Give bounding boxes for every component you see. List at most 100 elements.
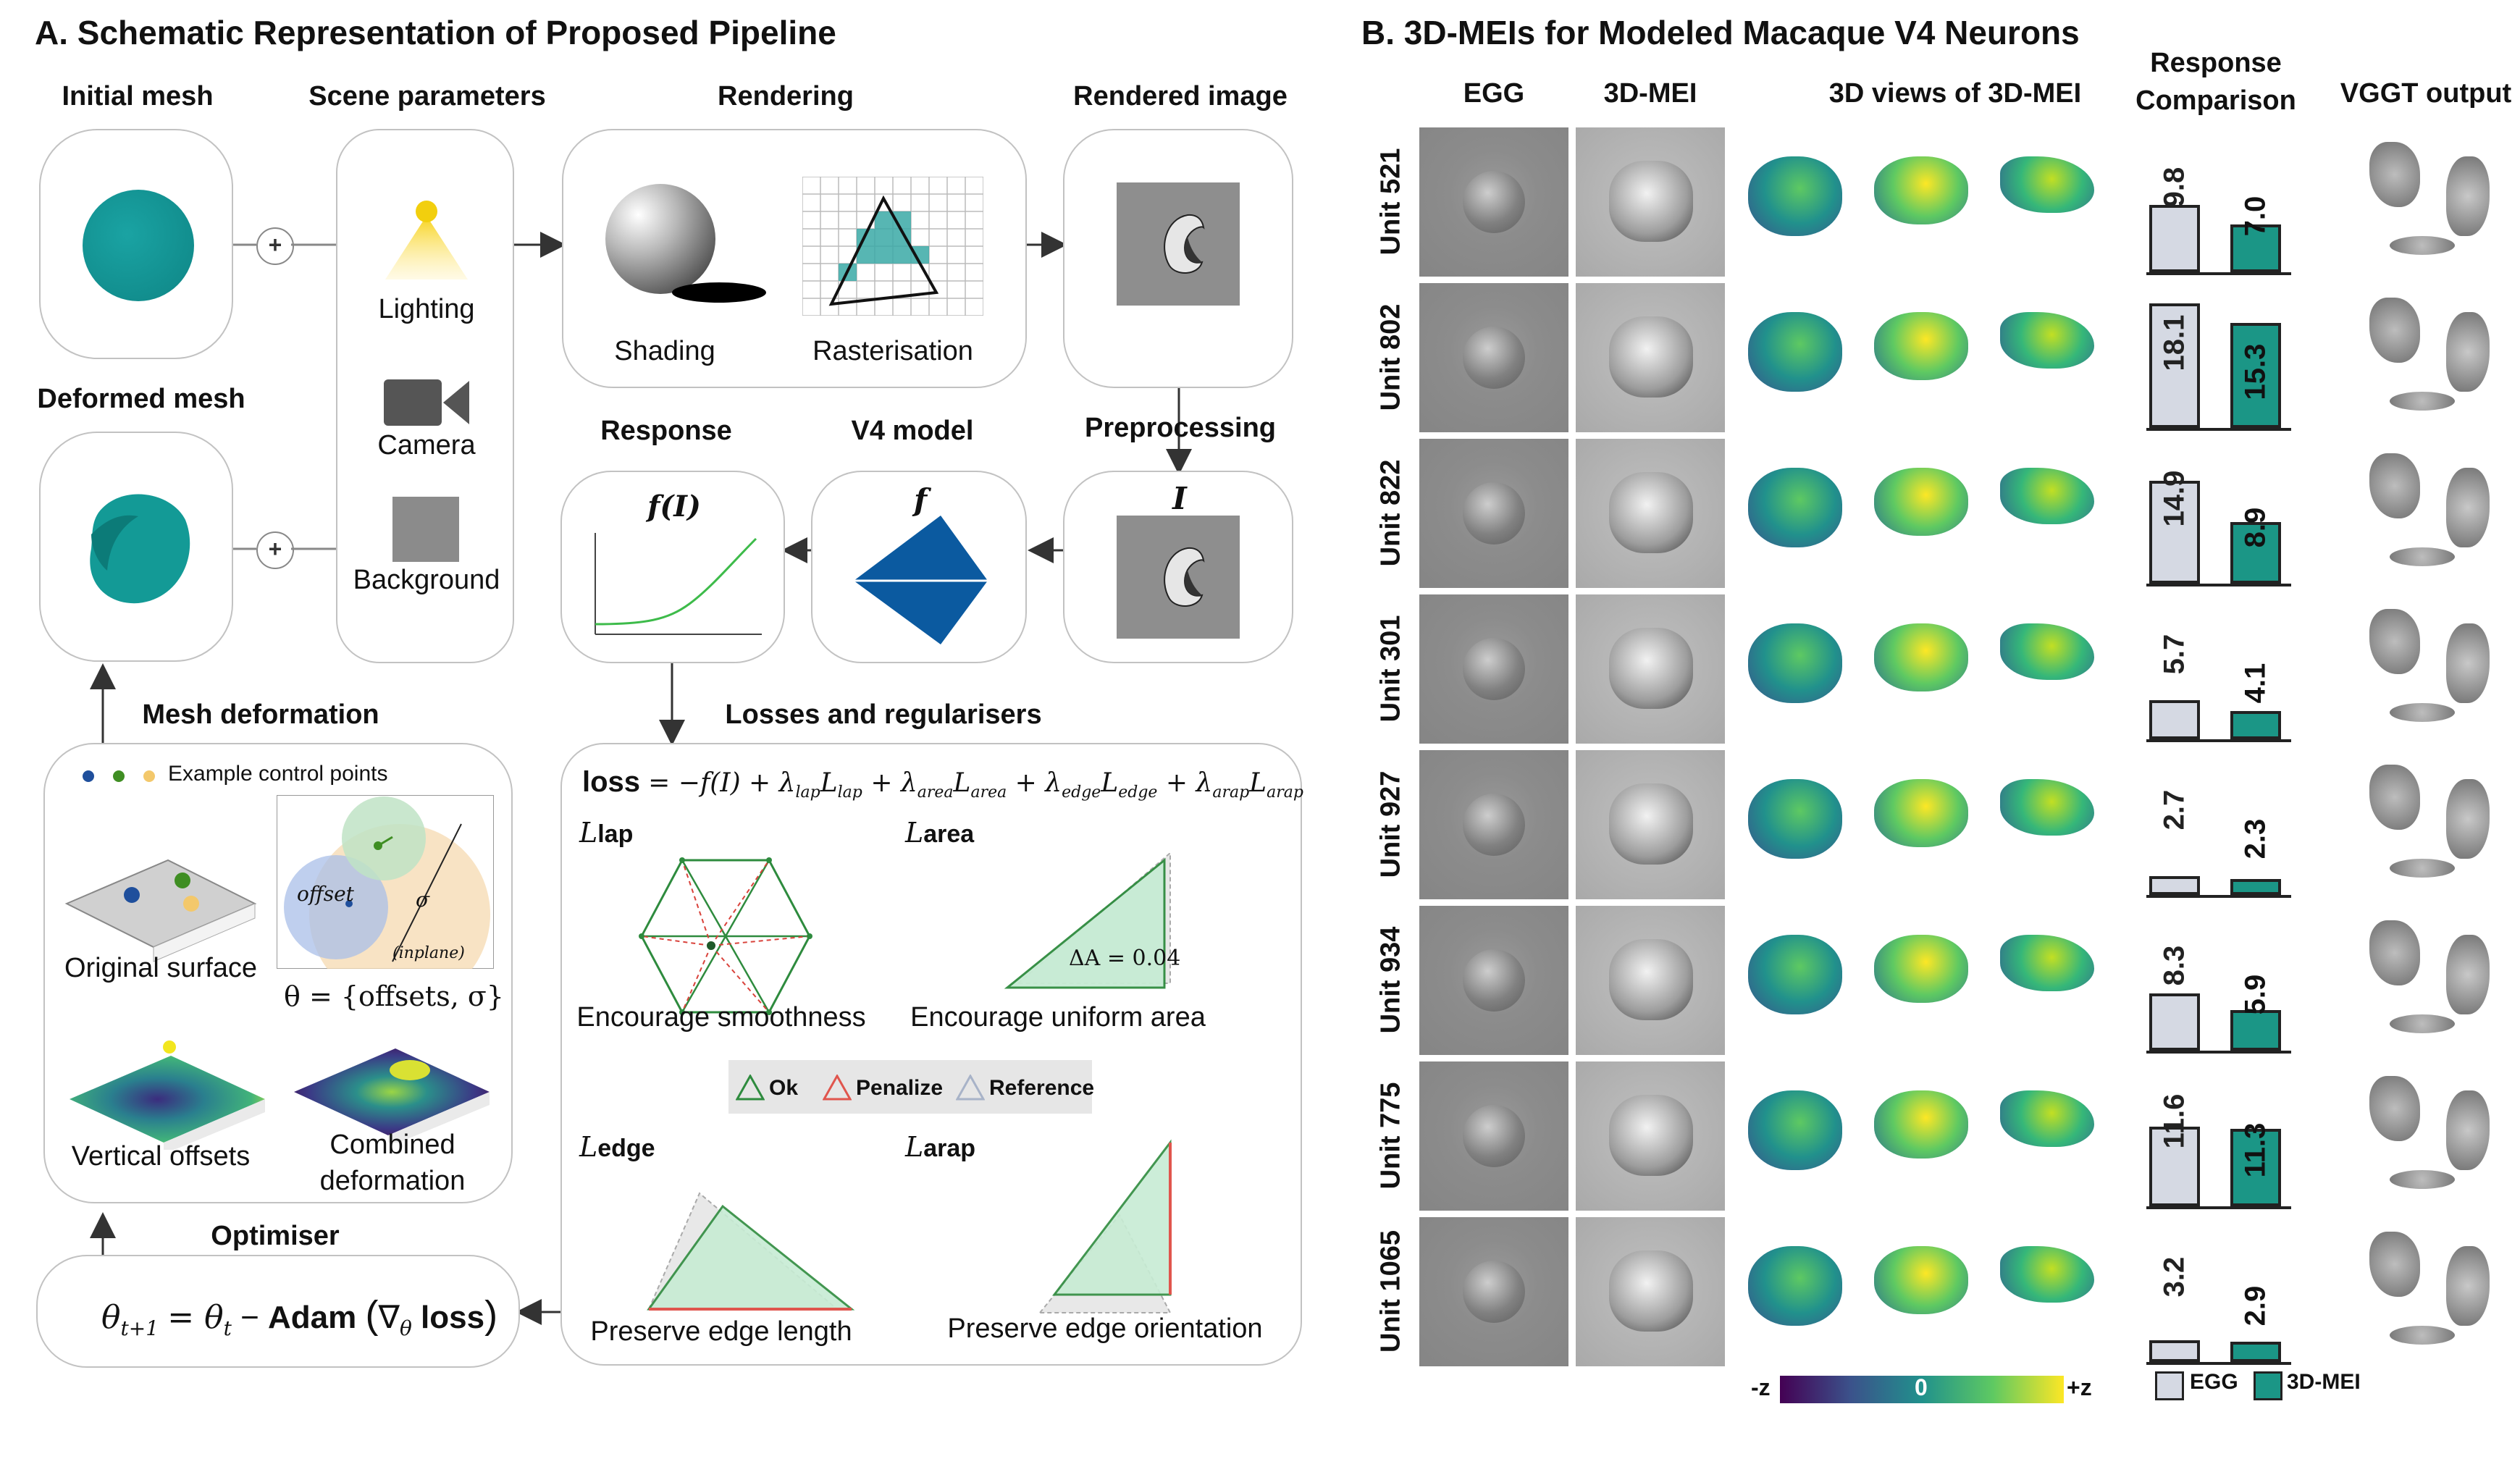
legend-egg-swatch — [2155, 1371, 2184, 1400]
egg-image — [1419, 127, 1568, 277]
mei-3d-view — [1874, 1090, 1968, 1159]
legend-mei-label: 3D-MEI — [2287, 1370, 2361, 1394]
v4-model-box: f — [811, 471, 1027, 663]
ok-label: Ok — [769, 1076, 799, 1100]
delta-area-label: ΔA = 0.04 — [1069, 946, 1181, 971]
mei-3d-view — [1748, 1090, 1842, 1170]
rendered-image-thumb — [1117, 182, 1240, 306]
unit-label: Unit 775 — [1375, 1082, 1406, 1190]
penalize-label: Penalize — [856, 1076, 944, 1100]
theta-definition: θ = {offsets, σ} — [284, 980, 504, 1012]
rendered-object — [1164, 214, 1205, 274]
mei-image — [1576, 127, 1725, 277]
mei-response-bar — [2230, 1128, 2281, 1206]
egg-image — [1419, 1217, 1568, 1366]
vggt-output — [2446, 935, 2490, 1014]
preserve-edge-length-label: Preserve edge length — [590, 1316, 852, 1347]
lighting-label: Lighting — [378, 294, 475, 324]
unit-label: Unit 521 — [1375, 148, 1406, 256]
mei-3d-view — [1874, 623, 1968, 691]
scene-parameters-header: Scene parameters — [308, 81, 546, 112]
unit-label: Unit 927 — [1375, 770, 1406, 878]
update-rule-loss: loss — [421, 1300, 485, 1335]
legend-dot-blue — [83, 770, 94, 782]
col-response-header-1: Response — [2150, 48, 2282, 78]
scene-parameters-box: Lighting Camera Background — [336, 129, 514, 663]
bar-baseline — [2146, 272, 2291, 275]
lighting-icon — [385, 201, 468, 279]
unit-label: Unit 802 — [1375, 303, 1406, 411]
mei-response-value: 8.9 — [2239, 507, 2272, 548]
camera-icon — [384, 379, 469, 426]
col-egg-header: EGG — [1463, 78, 1525, 109]
bar-baseline — [2146, 1362, 2291, 1365]
egg-response-value: 8.3 — [2158, 945, 2191, 986]
mei-response-bar — [2230, 879, 2281, 895]
mei-3d-view — [1748, 623, 1842, 703]
egg-response-value: 5.7 — [2158, 634, 2191, 675]
l-lap-title: Llap — [579, 817, 634, 849]
shading-sphere — [605, 184, 715, 294]
rasterisation-grid — [802, 177, 983, 316]
vggt-output — [2369, 1076, 2420, 1141]
vertical-offsets-surface — [70, 1040, 265, 1150]
area-triangle — [1004, 853, 1171, 989]
reference-label: Reference — [989, 1076, 1095, 1100]
penalize-triangle-icon — [823, 1075, 852, 1101]
mei-response-value: 15.3 — [2239, 343, 2272, 400]
mei-3d-view — [2000, 779, 2094, 836]
egg-response-bar — [2149, 993, 2200, 1051]
vggt-output — [2369, 1232, 2420, 1297]
vggt-output — [2390, 859, 2455, 878]
egg-response-bar — [2149, 1126, 2200, 1206]
vggt-output — [2369, 142, 2420, 207]
mei-response-bar — [2230, 711, 2281, 739]
vggt-output — [2369, 920, 2420, 985]
camera-label: Camera — [377, 430, 476, 461]
mei-3d-view — [2000, 312, 2094, 369]
reference-triangle-icon — [956, 1075, 985, 1101]
egg-response-value: 2.7 — [2158, 789, 2191, 831]
rendering-header: Rendering — [718, 81, 854, 112]
preprocessed-input-label: I — [1172, 481, 1187, 516]
mei-response-bar — [2230, 522, 2281, 584]
mei-3d-view — [1874, 935, 1968, 1003]
combined-deformation-surface — [294, 1048, 490, 1143]
vggt-output — [2390, 236, 2455, 255]
triangle-legend: Ok Penalize Reference — [728, 1060, 1095, 1114]
mesh-deformation-box: Example control points Original surface … — [43, 743, 513, 1203]
combined-deformation-label-2: deformation — [319, 1166, 466, 1196]
v4-function-label: f — [913, 482, 928, 518]
mei-image — [1576, 906, 1725, 1055]
losses-header: Losses and regularisers — [725, 699, 1042, 730]
vggt-output — [2369, 765, 2420, 830]
vggt-output — [2369, 609, 2420, 674]
bar-baseline — [2146, 739, 2291, 742]
egg-image — [1419, 439, 1568, 588]
unit-label: Unit 934 — [1375, 926, 1406, 1034]
egg-image — [1419, 750, 1568, 899]
optimiser-box: θt+1 = θt − Adam (∇θ loss) — [36, 1255, 520, 1368]
bar-baseline — [2146, 428, 2291, 431]
l-edge-title: Ledge — [579, 1131, 655, 1163]
bar-baseline — [2146, 895, 2291, 898]
offset-label: offset — [297, 882, 354, 906]
mei-image — [1576, 1217, 1725, 1366]
egg-response-value: 14.9 — [2158, 470, 2191, 527]
mei-3d-view — [2000, 1090, 2094, 1147]
panel-a-title: A. Schematic Representation of Proposed … — [35, 14, 836, 51]
egg-response-bar — [2149, 204, 2200, 272]
vggt-output — [2369, 298, 2420, 363]
egg-response-bar — [2149, 303, 2200, 428]
encourage-smoothness-label: Encourage smoothness — [576, 1002, 866, 1033]
mei-3d-view — [1874, 468, 1968, 536]
mei-3d-view — [1874, 1246, 1968, 1314]
mei-image — [1576, 1061, 1725, 1211]
mei-3d-view — [1874, 156, 1968, 224]
mei-3d-view — [1748, 935, 1842, 1014]
colorbar-min-label: -z — [1751, 1374, 1771, 1400]
egg-response-value: 9.8 — [2158, 167, 2191, 208]
mei-3d-view — [2000, 468, 2094, 524]
unit-label: Unit 822 — [1375, 459, 1406, 567]
response-header: Response — [600, 416, 732, 446]
